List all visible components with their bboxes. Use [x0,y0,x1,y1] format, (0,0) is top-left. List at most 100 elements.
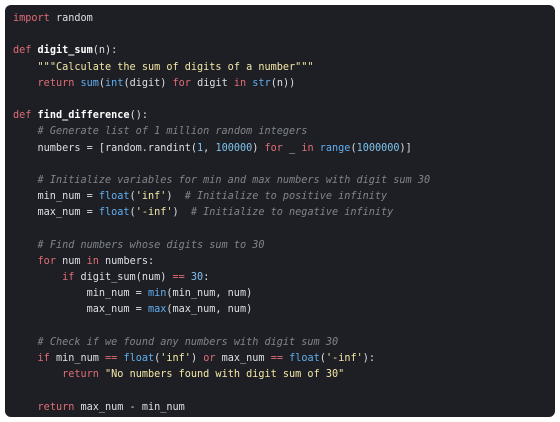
code-token: (n)) [270,77,296,89]
code-token: )] [399,142,412,154]
code-token: # Find numbers whose digits sum to 30 [37,239,265,251]
code-token: ) [172,207,191,219]
code-token: max_num = [13,304,148,316]
code-token: # Generate list of 1 million random inte… [37,126,308,138]
code-token: num [55,255,87,267]
code-token: # Initialize variables for min and max n… [37,174,431,186]
code-token: in [233,77,247,89]
code-token: min_num = [13,191,99,203]
code-line: return sum(int(digit) for digit in str(n… [13,76,555,92]
code-token [13,402,38,413]
code-token: find_difference [37,110,130,122]
code-token: # Initialize to positive infinity [184,191,388,203]
code-token: ( [129,191,136,203]
code-token: : [203,272,210,283]
code-token [13,256,38,267]
code-token: min [147,288,167,300]
code-token: '-inf' [325,352,363,364]
code-token [13,353,38,364]
code-token: if [37,352,50,364]
code-token: """Calculate the sum of digits of a numb… [37,61,314,73]
code-token: numbers: [98,255,155,267]
code-token: == [270,352,283,364]
code-token: if [62,272,75,283]
code-token: max [147,304,167,316]
code-token: float [123,352,155,364]
code-token: random [49,13,93,24]
code-token: max_num [215,352,271,364]
code-token: ) [252,142,265,154]
code-line [13,27,555,43]
code-token: ( [129,207,136,219]
code-token: 'inf' [135,191,167,203]
code-token: def [13,45,32,57]
code-token: 1000000 [356,142,400,154]
code-token [13,175,38,186]
code-line [13,92,555,108]
code-line: # Generate list of 1 million random inte… [13,124,555,140]
code-token [13,240,38,251]
code-line: # Initialize variables for min and max n… [13,173,555,189]
code-token [13,337,38,348]
code-token: 'inf' [160,352,191,364]
code-token: ( [154,352,161,364]
code-line: min_num = float('inf') # Initialize to p… [13,189,555,205]
code-token: , [203,142,216,154]
code-line: numbers = [random.randint(1, 100000) for… [13,141,555,157]
code-token: return [37,401,75,413]
code-line [13,383,555,399]
code-token [13,369,62,380]
code-token: return [62,369,99,381]
code-token: '-inf' [135,207,173,219]
code-token: numbers = [random.randint( [13,142,198,154]
code-token: max_num - min_num [74,401,185,413]
code-line [13,157,555,173]
code-token: float [289,352,320,364]
code-line: def digit_sum(n): [13,43,555,59]
code-line [13,221,555,237]
code-token: for [264,142,283,154]
code-line: return "No numbers found with digit sum … [13,367,555,383]
code-token: # Check if we found any numbers with dig… [37,336,339,348]
code-token: for [37,255,56,267]
code-token [13,126,38,137]
code-token: (digit) [123,77,173,89]
code-token: max_num = [13,207,99,219]
code-token: digit_sum(num) [74,272,173,283]
code-token: range [319,142,351,154]
code-token: or [203,352,216,364]
code-token: in [86,255,99,267]
code-token: min_num = [13,288,148,300]
code-token: float [98,191,130,203]
code-token: (n): [92,45,118,57]
code-token [13,78,38,89]
code-token: ( [98,77,106,89]
code-token: return [37,77,75,89]
code-token: digit [190,77,234,89]
code-line: if min_num == float('inf') or max_num ==… [13,351,555,367]
code-line: return max_num - min_num [13,400,555,416]
code-token: 1 [197,142,204,154]
code-line: """Calculate the sum of digits of a numb… [13,60,555,76]
code-line: max_num = float('-inf') # Initialize to … [13,205,555,221]
code-token: digit_sum [37,45,93,57]
code-token: (min_num, num) [166,288,253,300]
code-token: ( [350,142,357,154]
code-token: == [172,272,185,283]
code-line: for num in numbers: [13,254,555,270]
code-line: # Find numbers whose digits sum to 30 [13,238,555,254]
code-token: == [105,352,118,364]
code-token: sum [80,77,99,89]
code-token: min_num [49,352,106,364]
code-token: int [105,77,124,89]
code-token: ) [190,352,204,364]
code-token: (max_num, num) [166,304,253,316]
code-token: 100000 [215,142,253,154]
code-line [13,319,555,335]
code-token: import [13,13,50,24]
code-token: for [172,77,191,89]
code-line: import random [13,11,555,27]
code-token: _ [282,142,302,154]
